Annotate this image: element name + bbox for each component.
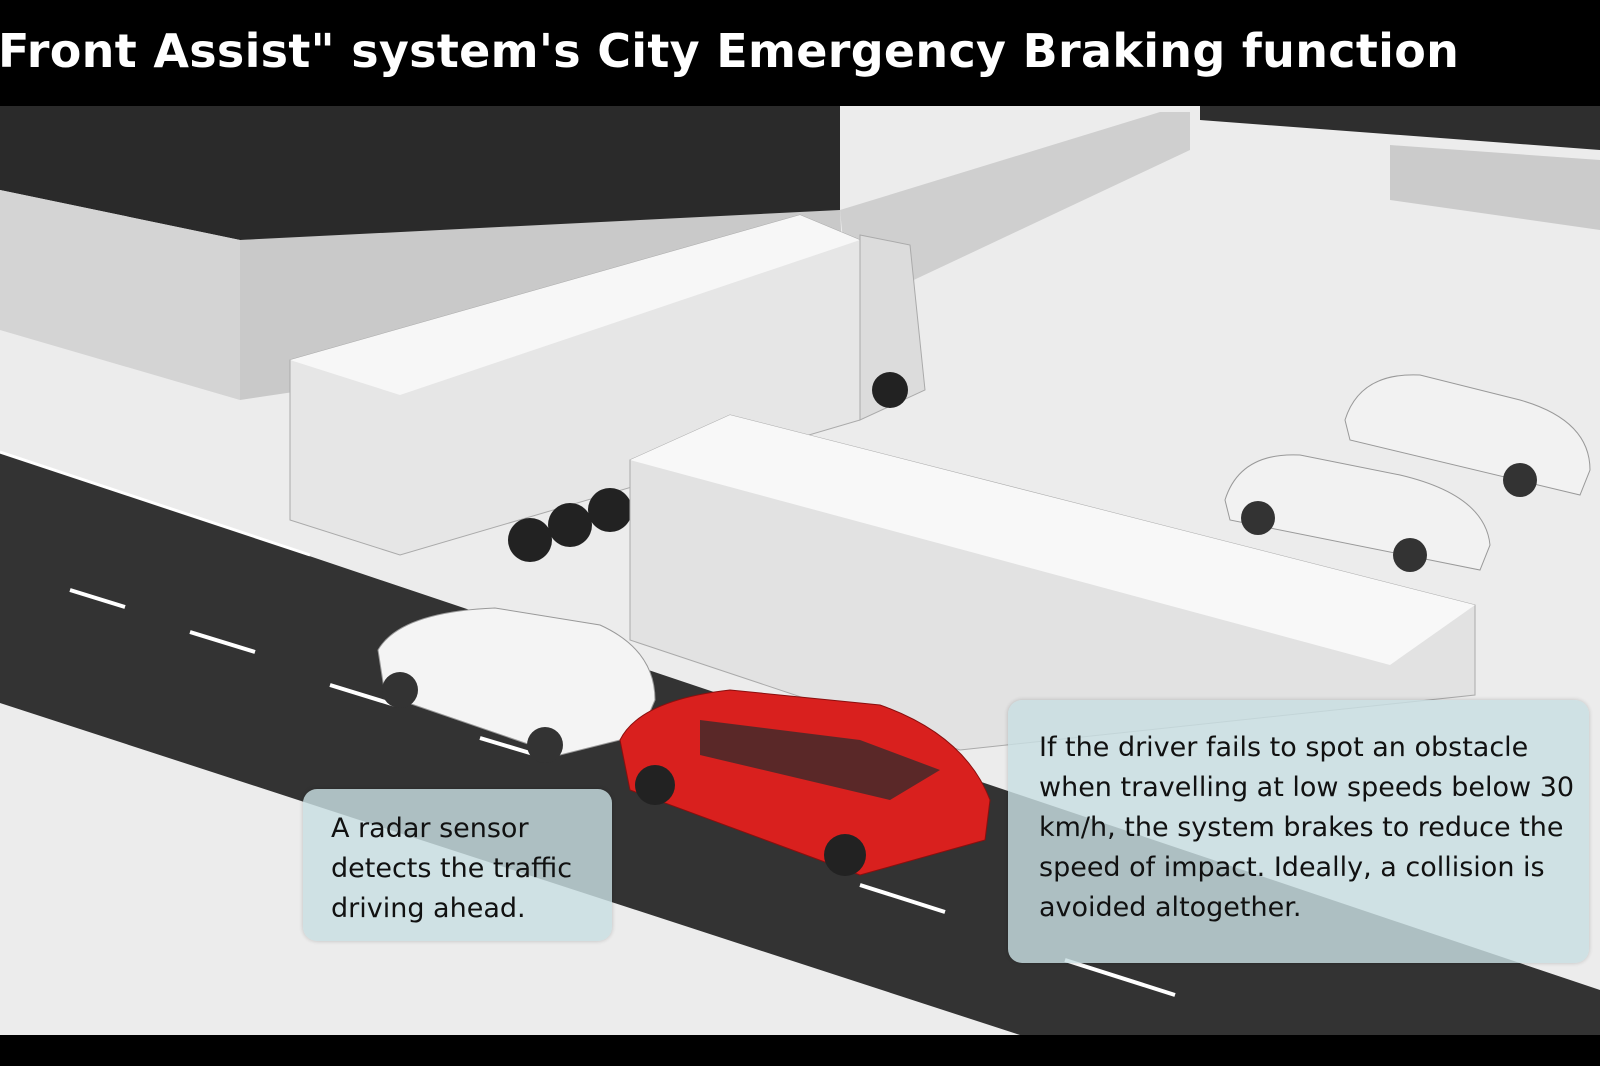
emergency-braking-callout: If the driver fails to spot an obstacle … [1008,700,1589,963]
parked-cars [1224,374,1591,572]
bottom-bar [0,1035,1600,1066]
truck-front [629,414,1476,751]
lane-markings [0,450,1176,997]
radar-sensor-callout: A radar sensor detects the traffic drivi… [303,789,612,941]
truck-back [289,214,926,562]
page-title: Front Assist" system's City Emergency Br… [0,24,1460,78]
emergency-braking-text: If the driver fails to spot an obstacle … [1039,732,1575,923]
title-bar: Front Assist" system's City Emergency Br… [0,0,1600,106]
white-car-ahead [377,607,656,763]
red-car [619,689,991,876]
radar-sensor-text: A radar sensor detects the traffic drivi… [331,813,573,924]
